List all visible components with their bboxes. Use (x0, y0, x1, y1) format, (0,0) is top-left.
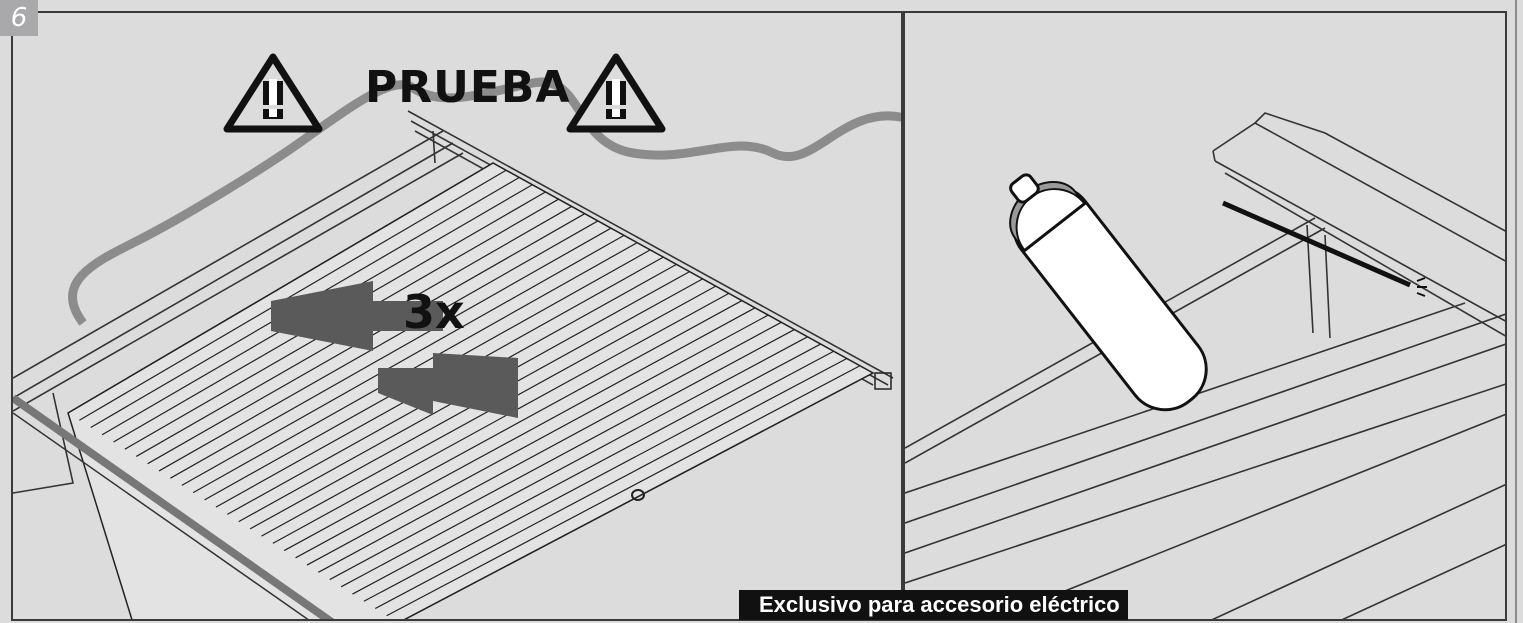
cover-slat (352, 343, 821, 595)
cover-slat (329, 329, 795, 581)
warning-triangle-icon (223, 53, 323, 137)
cover-slat (306, 314, 769, 566)
cover-slat (192, 242, 638, 494)
cover-slat (158, 220, 599, 472)
cover-slat (295, 307, 756, 559)
cover-slat (79, 169, 507, 421)
cover-slat (363, 350, 834, 602)
repetition-label: 3x (403, 285, 465, 339)
cover-slat (67, 162, 494, 414)
cover-slat (318, 321, 782, 573)
lubricant-spray-can-icon (1009, 173, 1427, 412)
cover-track-illustration (13, 77, 901, 619)
warning-triangle-icon (566, 53, 666, 137)
cover-slat (283, 300, 743, 552)
cover-slat (340, 336, 808, 588)
page-title: PRUEBA (365, 62, 571, 113)
move-back-and-forth-arrows (271, 281, 518, 418)
cover-slat (170, 227, 612, 479)
step-number-badge: 6 (0, 0, 38, 36)
cover-knob (631, 489, 645, 501)
cover-slat (272, 292, 730, 544)
cover-slat (181, 234, 625, 486)
left-illustration-panel: PRUEBA 3x (11, 11, 903, 621)
cover-slat (386, 365, 861, 617)
page-edge (1507, 0, 1523, 623)
cover-slat (404, 372, 874, 619)
electric-accessory-only-label: Exclusivo para accesorio eléctrico (739, 590, 1128, 620)
right-illustration-panel (903, 11, 1507, 621)
lubrication-illustration (905, 112, 1505, 619)
cover-slat (374, 357, 848, 610)
power-cable (68, 77, 901, 326)
